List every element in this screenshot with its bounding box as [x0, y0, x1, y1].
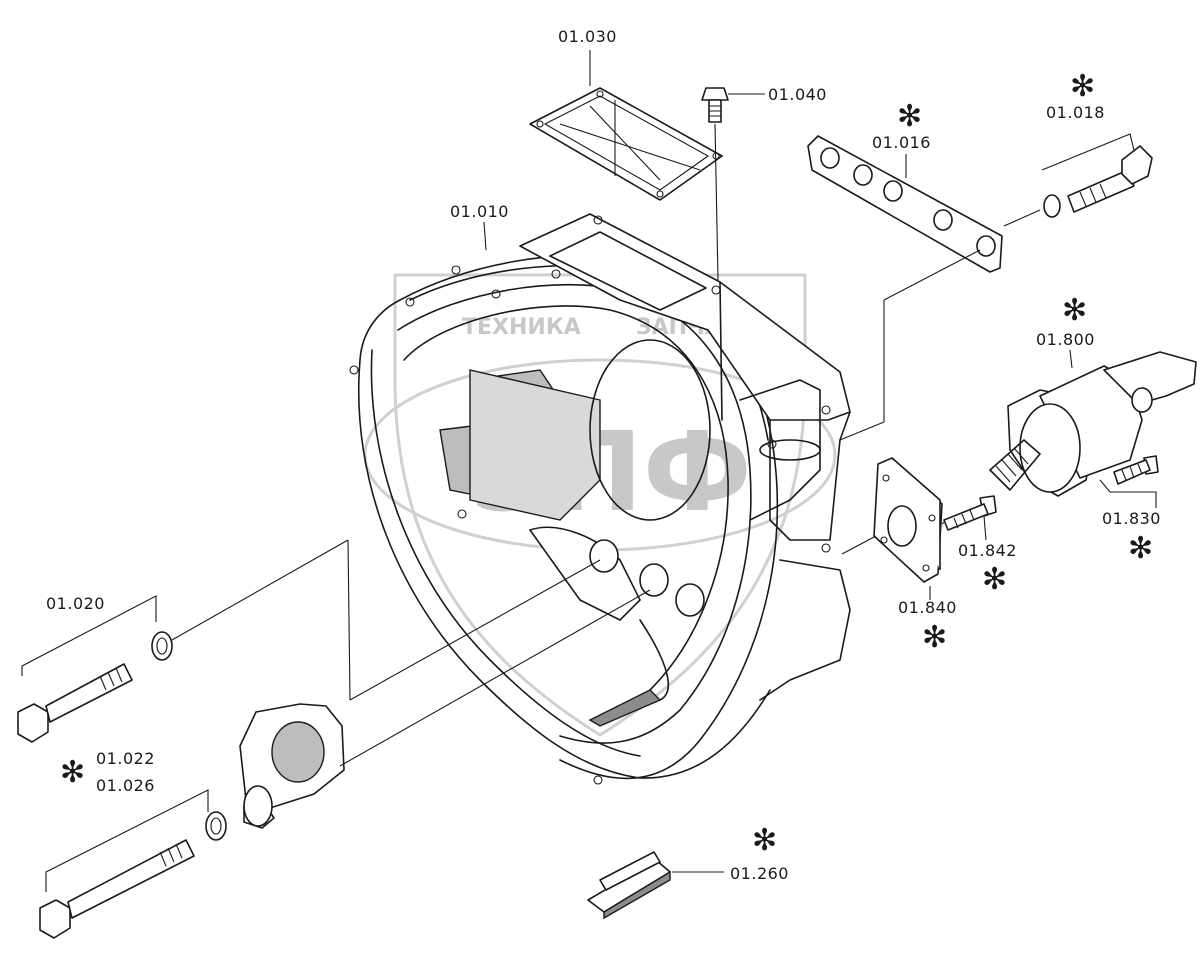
retainer-01-260 [587, 851, 671, 920]
bolt-01-018 [1043, 145, 1153, 218]
cover-plate-01-030 [529, 87, 723, 201]
callout-01-018: 01.018 [1046, 103, 1105, 122]
asterisk-01-842: ✻ [982, 562, 1008, 597]
callout-01-026: 01.026 [96, 776, 155, 795]
asterisk-01-830: ✻ [1128, 531, 1154, 566]
bearing-support [239, 703, 345, 829]
asterisk-01-018: ✻ [1070, 69, 1096, 104]
leader-01-022 [45, 789, 209, 892]
release-actuator-01-800 [989, 351, 1197, 497]
callout-01-030: 01.030 [558, 27, 617, 46]
asterisk-01-840: ✻ [922, 620, 948, 655]
callout-01-020: 01.020 [46, 594, 105, 613]
callout-01-840: 01.840 [898, 598, 957, 617]
watermark-left-word: ТЕХНИКА [462, 315, 581, 340]
callout-01-010: 01.010 [450, 202, 509, 221]
callout-01-022: 01.022 [96, 749, 155, 768]
callout-01-800: 01.800 [1036, 330, 1095, 349]
bolt-01-830 [1113, 455, 1159, 485]
callout-01-260: 01.260 [730, 864, 789, 883]
asterisk-01-022: ✻ [60, 755, 86, 790]
callout-01-016: 01.016 [872, 133, 931, 152]
bolt-01-040 [701, 87, 729, 123]
leader-01-020 [21, 595, 157, 676]
bolt-01-020 [17, 631, 173, 743]
bolt-01-842 [943, 495, 997, 531]
gasket-01-016 [807, 135, 1003, 273]
clutch-housing-01-010 [349, 213, 851, 785]
leader-01-830 [1099, 479, 1157, 508]
leader-01-842 [983, 515, 987, 541]
callout-01-842: 01.842 [958, 541, 1017, 560]
asterisk-01-800: ✻ [1062, 293, 1088, 328]
flange-01-840 [873, 457, 943, 583]
asterisk-01-260: ✻ [752, 823, 778, 858]
callout-01-040: 01.040 [768, 85, 827, 104]
leader-01-010 [483, 221, 487, 251]
leader-01-018 [1041, 133, 1135, 171]
assembly-lines [171, 209, 1041, 767]
leader-01-800 [1069, 349, 1073, 369]
callout-01-830: 01.830 [1102, 509, 1161, 528]
asterisk-01-016: ✻ [897, 99, 923, 134]
leader-01-040-down [714, 123, 719, 281]
bolt-01-022 [39, 811, 227, 939]
